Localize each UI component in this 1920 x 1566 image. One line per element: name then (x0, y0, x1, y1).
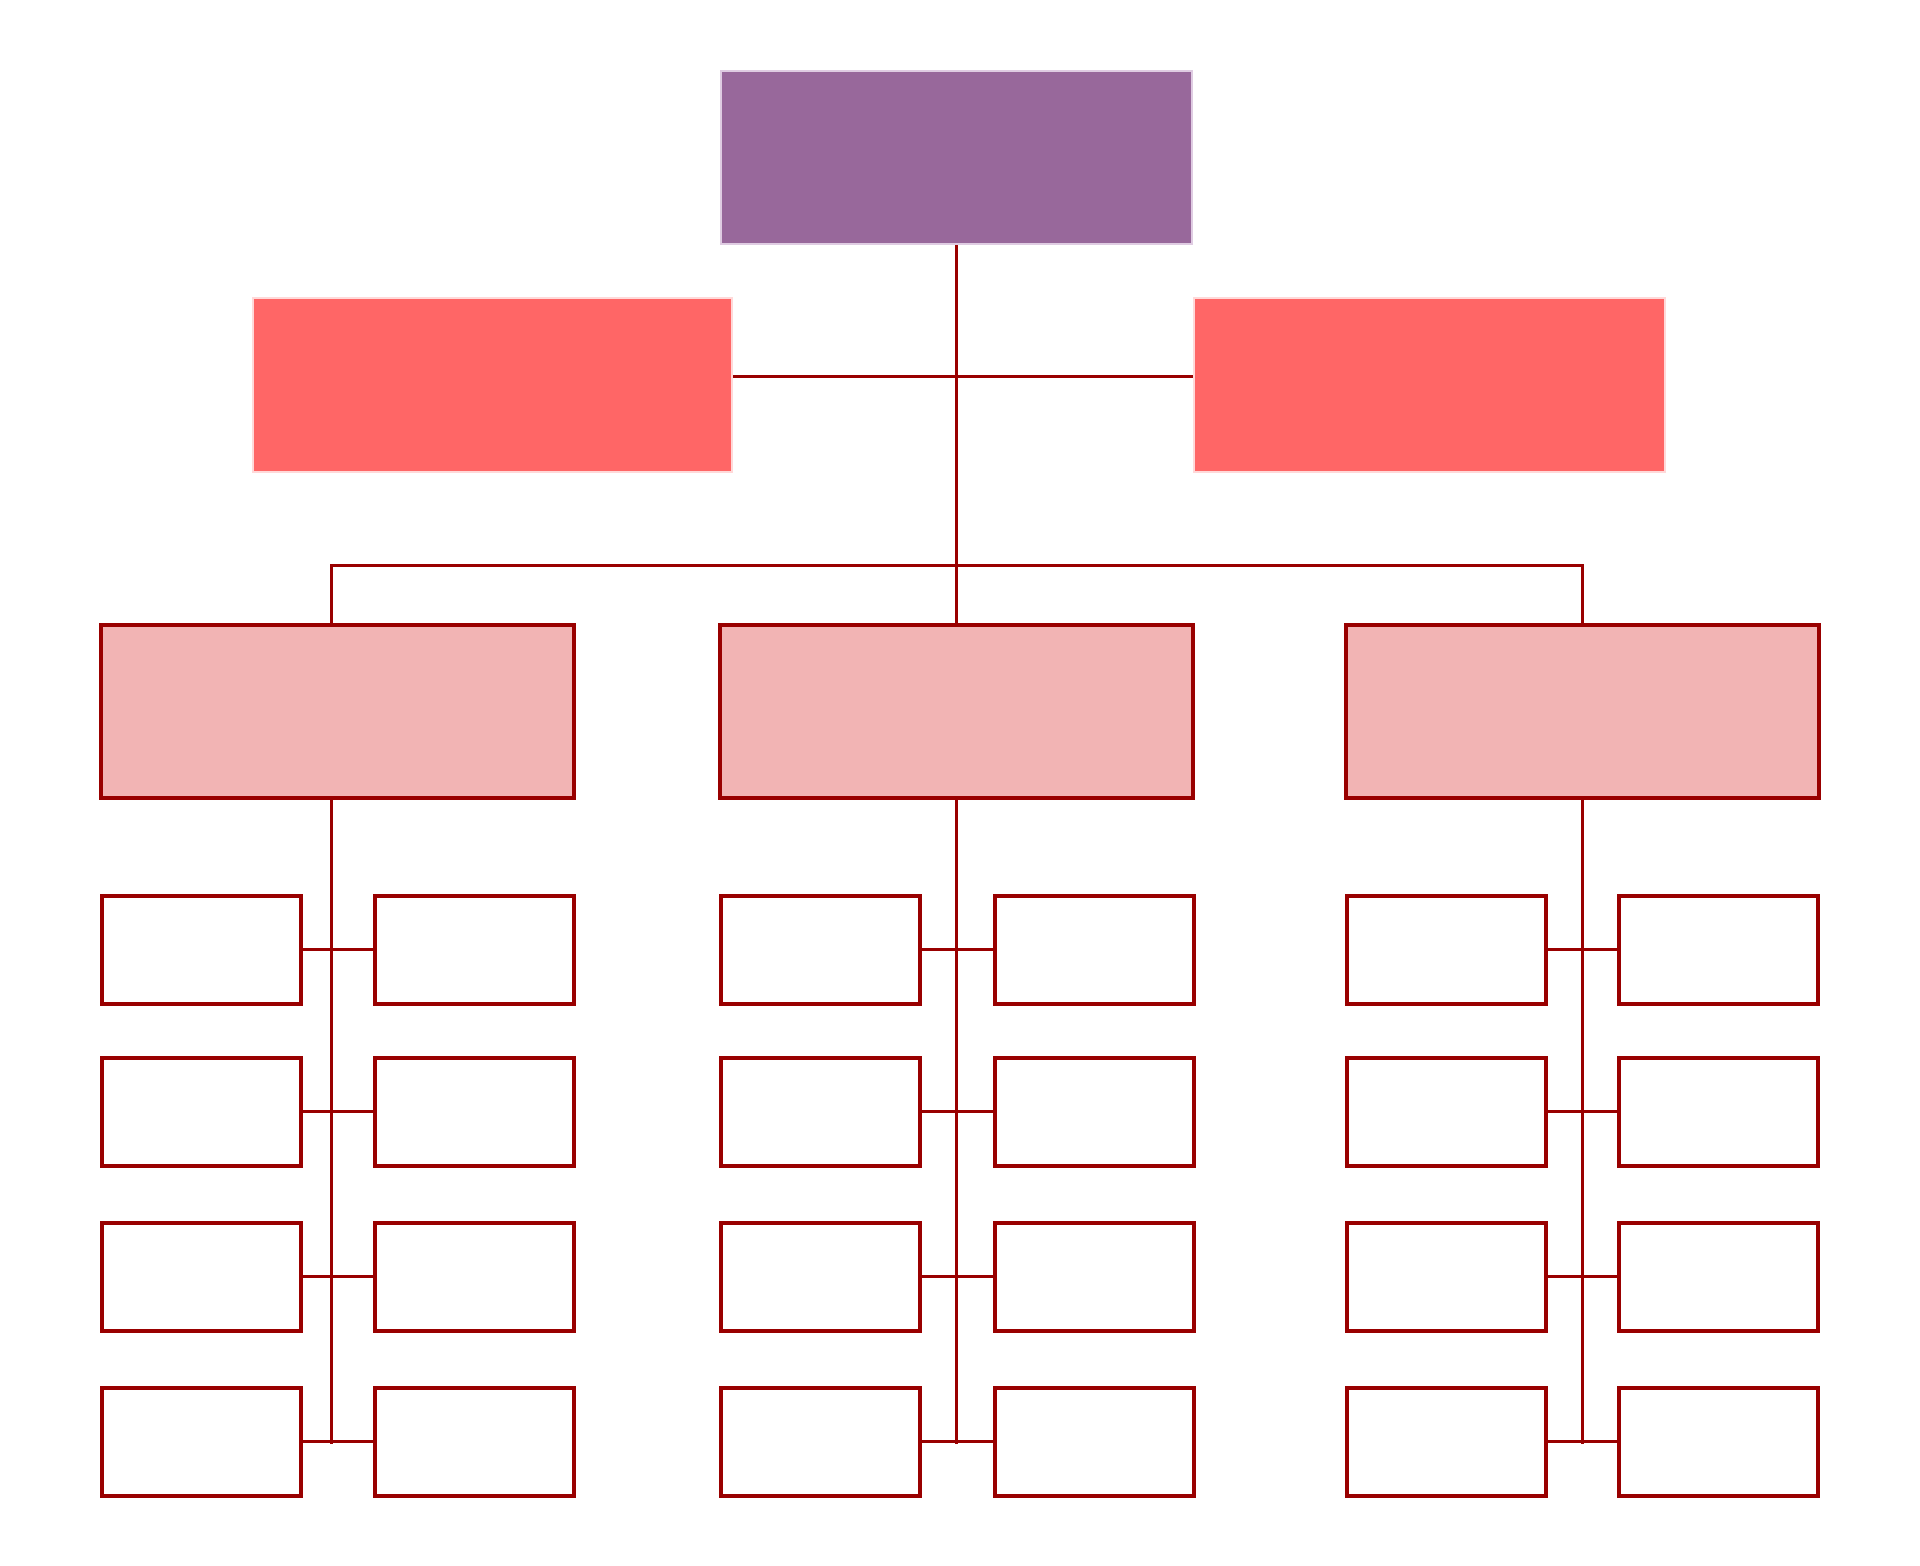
leaf-1-row4-right-box (373, 1386, 576, 1498)
root-box (720, 70, 1193, 245)
leaf-1-row2-right-box (373, 1056, 576, 1168)
connector-cluster-2-spine (955, 798, 958, 1444)
leaf-2-row1-right-box (993, 894, 1196, 1006)
connector-drop-branch-2 (955, 564, 958, 625)
connector-cluster-2-stub-row3 (920, 1275, 995, 1278)
connector-drop-branch-3 (1581, 564, 1584, 625)
connector-cluster-3-stub-row4 (1546, 1440, 1619, 1443)
leaf-3-row3-right-box (1617, 1221, 1820, 1333)
branch-2-box (718, 623, 1195, 800)
leaf-1-row3-right-box (373, 1221, 576, 1333)
connector-cluster-1-stub-row4 (301, 1440, 375, 1443)
connector-cluster-3-stub-row2 (1546, 1110, 1619, 1113)
assistant-right-box (1193, 297, 1666, 473)
assistant-left-box (252, 297, 733, 473)
connector-cluster-3-stub-row1 (1546, 948, 1619, 951)
connector-cluster-3-stub-row3 (1546, 1275, 1619, 1278)
leaf-1-row3-left-box (100, 1221, 303, 1333)
connector-cluster-1-spine (330, 798, 333, 1444)
leaf-2-row3-right-box (993, 1221, 1196, 1333)
leaf-1-row1-right-box (373, 894, 576, 1006)
leaf-2-row3-left-box (719, 1221, 922, 1333)
leaf-2-row4-left-box (719, 1386, 922, 1498)
connector-cluster-2-stub-row1 (920, 948, 995, 951)
leaf-3-row1-right-box (1617, 894, 1820, 1006)
leaf-1-row1-left-box (100, 894, 303, 1006)
leaf-3-row3-left-box (1345, 1221, 1548, 1333)
leaf-2-row4-right-box (993, 1386, 1196, 1498)
connector-assistant-cross-line (731, 375, 1195, 378)
connector-cluster-1-stub-row2 (301, 1110, 375, 1113)
connector-cluster-1-stub-row3 (301, 1275, 375, 1278)
leaf-3-row4-left-box (1345, 1386, 1548, 1498)
connector-cluster-1-stub-row1 (301, 948, 375, 951)
branch-3-box (1344, 623, 1821, 800)
branch-1-box (99, 623, 576, 800)
leaf-2-row1-left-box (719, 894, 922, 1006)
connector-drop-branch-1 (330, 564, 333, 625)
connector-cluster-3-spine (1581, 798, 1584, 1444)
connector-cluster-2-stub-row4 (920, 1440, 995, 1443)
leaf-3-row2-left-box (1345, 1056, 1548, 1168)
leaf-3-row1-left-box (1345, 894, 1548, 1006)
connector-cluster-2-stub-row2 (920, 1110, 995, 1113)
leaf-3-row4-right-box (1617, 1386, 1820, 1498)
leaf-1-row4-left-box (100, 1386, 303, 1498)
leaf-1-row2-left-box (100, 1056, 303, 1168)
connector-trunk-vertical (955, 243, 958, 567)
leaf-2-row2-left-box (719, 1056, 922, 1168)
leaf-3-row2-right-box (1617, 1056, 1820, 1168)
leaf-2-row2-right-box (993, 1056, 1196, 1168)
